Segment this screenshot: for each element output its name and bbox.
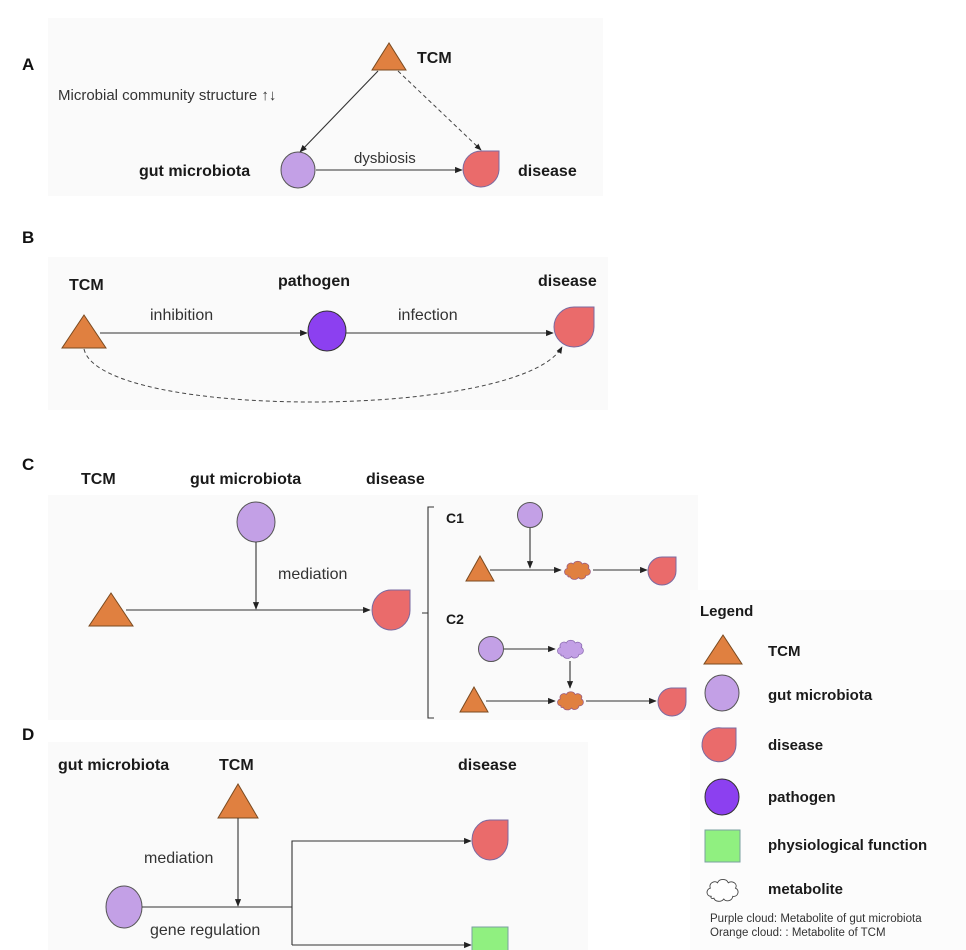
c2-label: C2 <box>446 611 464 627</box>
tcm-triangle <box>88 592 134 627</box>
infection-label: infection <box>398 307 458 324</box>
legend-item-gut-microbiota: gut microbiota <box>768 687 873 704</box>
legend-gut-microbiota-icon <box>704 674 740 712</box>
panel-c: C TCM gut microbiota disease mediation C… <box>22 455 687 719</box>
gut-microbiota-node <box>280 151 316 189</box>
gut-microbiota-label: gut microbiota <box>139 163 250 180</box>
panel-a-background <box>48 18 603 196</box>
c1-gut-microbiota-node <box>517 502 543 528</box>
gut-microbiota-node <box>105 885 143 929</box>
tcm-triangle <box>61 314 107 349</box>
pathogen-label: pathogen <box>278 273 350 290</box>
panel-c-letter: C <box>22 455 34 474</box>
disease-label: disease <box>458 757 517 774</box>
edge-tcm-to-disease-dashed <box>83 346 563 403</box>
disease-label: disease <box>518 163 577 180</box>
legend-physiological-function-icon <box>704 829 741 863</box>
mediation-label: mediation <box>144 850 213 867</box>
legend-pathogen-icon <box>704 778 740 816</box>
gut-microbiota-label: gut microbiota <box>190 471 301 488</box>
dysbiosis-label: dysbiosis <box>354 150 416 167</box>
c2-disease-node <box>657 687 687 717</box>
c2-gut-microbiota-node <box>478 636 504 662</box>
legend: Legend TCM gut microbiota disease pathog… <box>700 603 927 939</box>
tcm-label: TCM <box>69 277 104 294</box>
tcm-label: TCM <box>219 757 254 774</box>
edge-branch-to-disease <box>291 837 472 945</box>
physiological-function-node <box>471 926 509 950</box>
panel-a-letter: A <box>22 55 34 74</box>
gut-microbiota-node <box>236 501 276 543</box>
subcase-bracket <box>422 506 434 719</box>
legend-title: Legend <box>700 603 753 620</box>
legend-item-pathogen: pathogen <box>768 789 836 806</box>
legend-item-physiological-function: physiological function <box>768 837 927 854</box>
disease-node <box>553 306 595 348</box>
panel-b-letter: B <box>22 228 34 247</box>
panel-a: A TCM Microbial community structure ↑↓ d… <box>22 42 577 189</box>
edge-tcm-to-gut <box>299 70 379 153</box>
legend-disease-icon <box>701 727 737 763</box>
tcm-label: TCM <box>417 50 452 67</box>
disease-label: disease <box>366 471 425 488</box>
panel-b: B TCM pathogen disease inhibition infect… <box>22 228 597 403</box>
disease-node <box>462 150 500 188</box>
pathogen-node <box>307 310 347 352</box>
panel-d-letter: D <box>22 725 34 744</box>
c1-label: C1 <box>446 510 464 526</box>
microbial-structure-label: Microbial community structure ↑↓ <box>58 87 276 104</box>
legend-tcm-icon <box>703 634 743 665</box>
inhibition-label: inhibition <box>150 307 213 324</box>
c1-disease-node <box>647 556 677 586</box>
legend-note-purple-cloud: Purple cloud: Metabolite of gut microbio… <box>710 913 922 925</box>
c1-tcm-triangle <box>465 554 495 582</box>
legend-item-tcm: TCM <box>768 643 801 660</box>
edge-tcm-to-disease-dashed <box>397 70 482 151</box>
disease-node <box>471 819 509 861</box>
tcm-triangle <box>371 42 407 71</box>
legend-item-disease: disease <box>768 737 823 754</box>
c2-tcm-triangle <box>459 685 489 713</box>
gene-regulation-label: gene regulation <box>150 922 260 939</box>
panel-d: D gut microbiota TCM disease mediation g… <box>22 725 517 950</box>
disease-node <box>371 589 411 631</box>
legend-note-orange-cloud: Orange cloud: : Metabolite of TCM <box>710 927 886 939</box>
mediation-label: mediation <box>278 566 347 583</box>
legend-item-metabolite: metabolite <box>768 881 843 898</box>
disease-label: disease <box>538 273 597 290</box>
tcm-label: TCM <box>81 471 116 488</box>
gut-microbiota-label: gut microbiota <box>58 757 169 774</box>
